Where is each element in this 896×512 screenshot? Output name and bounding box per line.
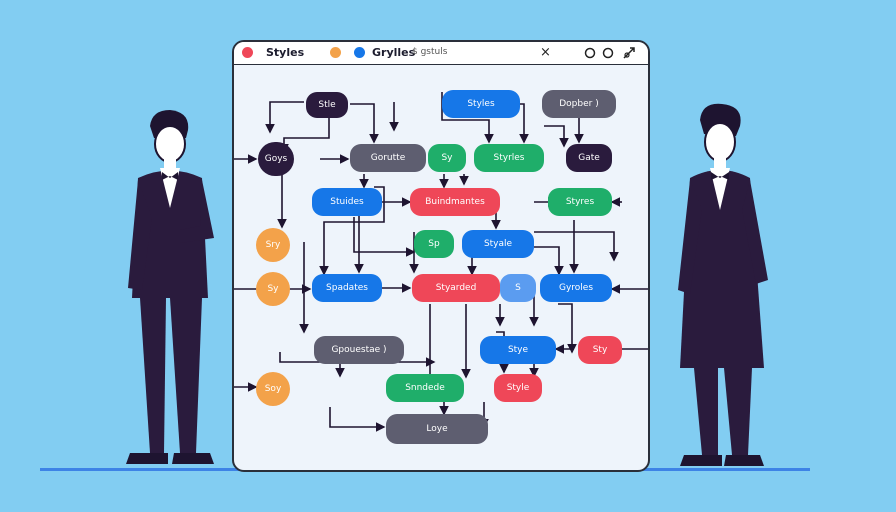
node-label: Dopber )	[559, 99, 599, 109]
settings-icon[interactable]	[622, 46, 636, 60]
diagram-node[interactable]: Stuides	[312, 188, 382, 216]
node-label: Stuides	[330, 197, 364, 207]
diagram-node[interactable]: Styarded	[412, 274, 500, 302]
red-dot-icon[interactable]	[242, 47, 253, 58]
node-label: Soy	[264, 384, 282, 394]
diagram-node[interactable]: Sy	[256, 272, 290, 306]
node-label: Styrles	[493, 153, 525, 163]
node-label: Styale	[483, 239, 513, 249]
blue-dot-icon[interactable]	[354, 47, 365, 58]
node-label: Gorutte	[370, 153, 406, 163]
diagram-node[interactable]: Spadates	[312, 274, 382, 302]
orange-dot-icon[interactable]	[330, 47, 341, 58]
tab-subtitle: $ gstuls	[412, 47, 448, 57]
node-label: Sty	[592, 345, 608, 355]
diagram-node[interactable]: Gpouestae )	[314, 336, 404, 364]
diagram-node[interactable]: Styrles	[474, 144, 544, 172]
diagram-node[interactable]: Goys	[258, 142, 294, 176]
window-titlebar: Styles Grylles $ gstuls ×	[234, 42, 648, 65]
diagram-node[interactable]: Gyroles	[540, 274, 612, 302]
node-label: Sy	[441, 153, 453, 163]
diagram-node[interactable]: Sp	[414, 230, 454, 258]
maximize-circle-icon[interactable]	[602, 47, 614, 59]
node-label: Buindmantes	[425, 197, 485, 207]
minimize-circle-icon[interactable]	[584, 47, 596, 59]
diagram-node[interactable]: Soy	[256, 372, 290, 406]
node-label: Stle	[318, 100, 336, 110]
diagram-node[interactable]: Stle	[306, 92, 348, 118]
diagram-node[interactable]: Gorutte	[350, 144, 426, 172]
node-label: Sy	[267, 284, 279, 294]
node-label: Styarded	[435, 283, 477, 293]
node-label: Gpouestae )	[331, 345, 387, 355]
diagram-node[interactable]: Style	[494, 374, 542, 402]
diagram-node[interactable]: Dopber )	[542, 90, 616, 118]
diagram-node[interactable]: Sry	[256, 228, 290, 262]
diagram-node[interactable]: Sy	[428, 144, 466, 172]
node-label: S	[515, 283, 521, 293]
window-title: Styles	[266, 46, 305, 59]
node-label: Styles	[467, 99, 495, 109]
node-label: Style	[506, 383, 530, 393]
diagram-node[interactable]: Styles	[442, 90, 520, 118]
diagram-node[interactable]: Styale	[462, 230, 534, 258]
node-label: Spadates	[326, 283, 368, 293]
person-left-illustration	[126, 110, 214, 464]
node-label: Gyroles	[558, 283, 594, 293]
node-label: Goys	[264, 154, 288, 164]
diagram-node[interactable]: Sty	[578, 336, 622, 364]
diagram-window: Styles Grylles $ gstuls ×	[232, 40, 650, 472]
diagram-node[interactable]: Stye	[480, 336, 556, 364]
node-label: Styres	[565, 197, 595, 207]
diagram-node[interactable]: S	[500, 274, 536, 302]
diagram-node[interactable]: Snndede	[386, 374, 464, 402]
diagram-node[interactable]: Gate	[566, 144, 612, 172]
person-right-illustration	[678, 103, 768, 466]
node-label: Loye	[426, 424, 448, 434]
node-label: Snndede	[405, 383, 445, 393]
node-label: Sp	[428, 239, 440, 249]
close-icon[interactable]: ×	[540, 45, 551, 60]
diagram-node[interactable]: Loye	[386, 414, 488, 444]
tab-label[interactable]: Grylles	[372, 46, 416, 59]
node-label: Sry	[265, 240, 281, 250]
node-label: Gate	[578, 153, 600, 163]
diagram-node[interactable]: Buindmantes	[410, 188, 500, 216]
diagram-node[interactable]: Styres	[548, 188, 612, 216]
node-label: Stye	[507, 345, 529, 355]
